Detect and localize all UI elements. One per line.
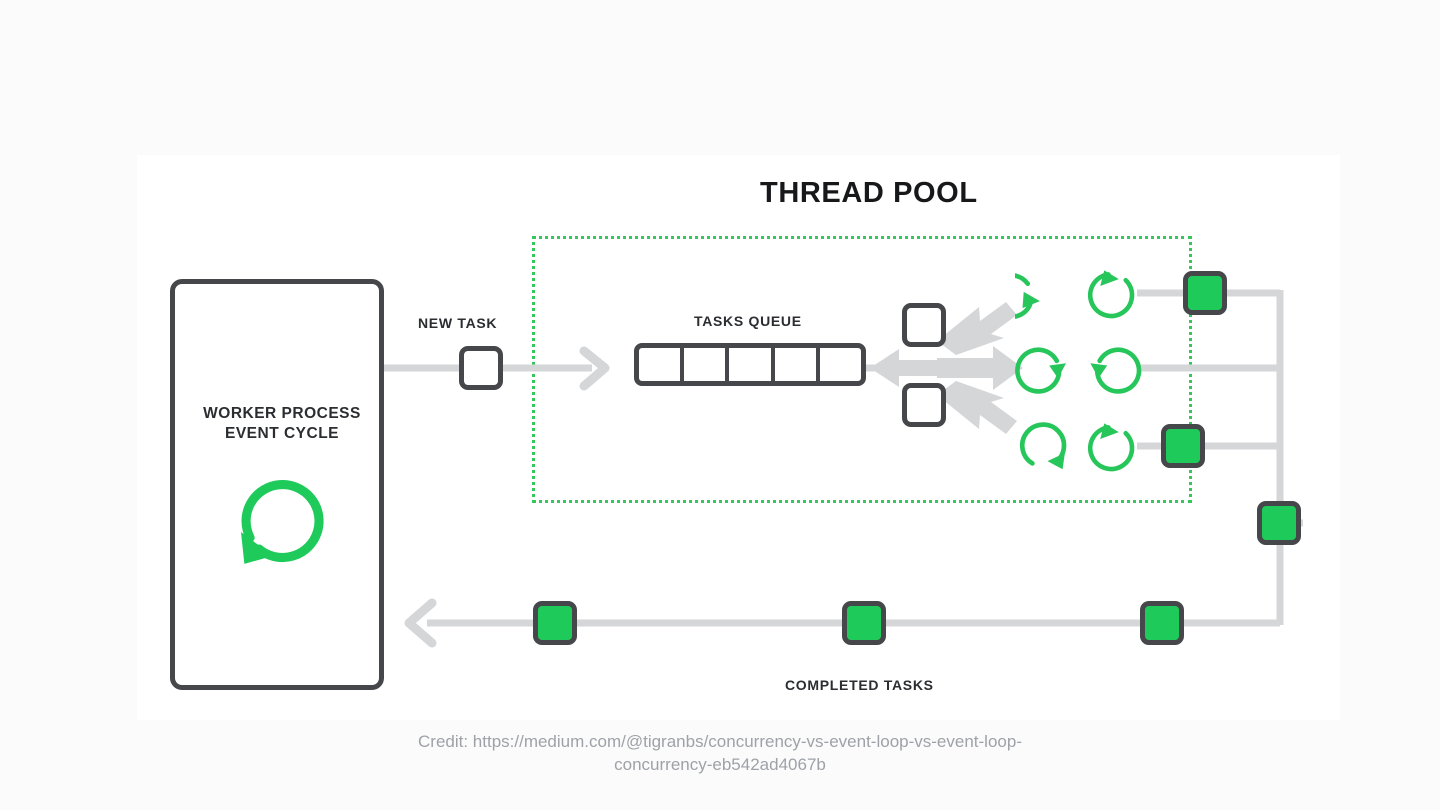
dispatch-task-square[interactable] <box>902 383 946 427</box>
thread-spinner-ccw-icon <box>1090 347 1142 394</box>
thread-spinner-cw-icon <box>1087 423 1135 472</box>
thread-spinner-ccw-icon <box>1015 273 1040 319</box>
arrow-right-icon <box>579 346 610 391</box>
completed-task-square[interactable] <box>1140 601 1184 645</box>
tasks-queue-label: TASKS QUEUE <box>694 313 802 329</box>
queue-cell[interactable] <box>639 348 685 381</box>
arrow-branch-icon <box>937 302 1023 434</box>
arrow-left-icon <box>404 598 437 648</box>
queue-cell[interactable] <box>775 348 820 381</box>
completed-task-square[interactable] <box>1257 501 1301 545</box>
completed-tasks-label: COMPLETED TASKS <box>785 677 934 693</box>
worker-process-box[interactable]: WORKER PROCESS EVENT CYCLE <box>170 279 384 690</box>
completed-task-square[interactable] <box>533 601 577 645</box>
new-task-label: NEW TASK <box>418 315 498 331</box>
thread-spinner-cw-icon <box>1015 347 1067 394</box>
queue-dispatch-double-arrow <box>870 349 937 387</box>
worker-process-label: WORKER PROCESS EVENT CYCLE <box>203 405 361 442</box>
queue-cell[interactable] <box>820 348 861 381</box>
completed-task-square[interactable] <box>1161 424 1205 468</box>
new-task-square[interactable] <box>459 346 503 390</box>
thread-spinner-ccw-icon <box>1019 422 1067 470</box>
diagram-panel: THREAD POOL <box>137 155 1340 720</box>
queue-cell[interactable] <box>729 348 775 381</box>
completed-task-square[interactable] <box>1183 271 1227 315</box>
credit-text: Credit: https://medium.com/@tigranbs/con… <box>418 732 1022 774</box>
tasks-queue[interactable] <box>634 343 866 386</box>
completed-task-square[interactable] <box>842 601 886 645</box>
circular-arrow-icon <box>240 480 324 564</box>
thread-spinner-cw-icon <box>1087 270 1135 319</box>
page-title: THREAD POOL <box>760 177 978 209</box>
queue-cell[interactable] <box>684 348 730 381</box>
dispatch-task-square[interactable] <box>902 303 946 347</box>
